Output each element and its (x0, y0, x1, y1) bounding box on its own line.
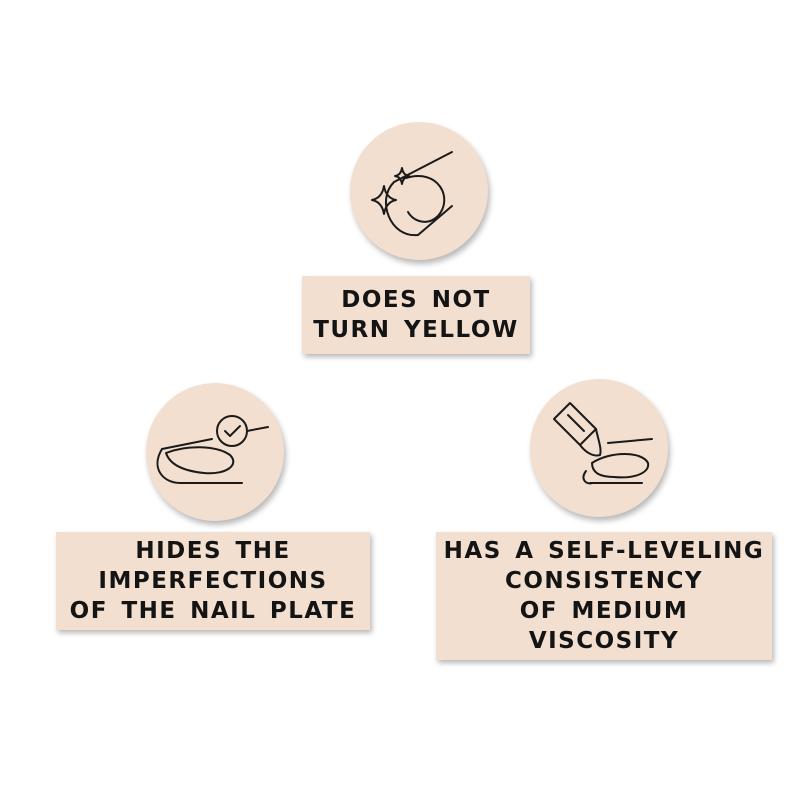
brush-nail-icon (553, 402, 653, 485)
feature-label-line: IMPERFECTIONS (98, 568, 328, 594)
feature-label-line: VISCOSITY (528, 628, 680, 654)
feature-label-line: OF MEDIUM (519, 598, 689, 624)
nail-check-badge (146, 383, 284, 521)
feature-label-line: TURN YELLOW (313, 317, 519, 343)
feature-label-line: DOES NOT (341, 287, 491, 313)
feature-label-no-yellowing: DOES NOT TURN YELLOW (302, 276, 530, 354)
feature-label-line: CONSISTENCY (504, 568, 704, 594)
nail-check-icon (156, 415, 269, 484)
sparkle-nail-badge (350, 122, 488, 260)
feature-label-self-leveling: HAS A SELF-LEVELING CONSISTENCY OF MEDIU… (436, 532, 772, 660)
brush-nail-badge (530, 379, 668, 517)
feature-label-line: HAS A SELF-LEVELING (443, 538, 765, 564)
feature-label-line: OF THE NAIL PLATE (69, 598, 357, 624)
sparkle-nail-icon (371, 151, 453, 237)
feature-label-hides-imperfections: HIDES THE IMPERFECTIONS OF THE NAIL PLAT… (56, 532, 370, 630)
feature-label-line: HIDES THE (135, 538, 291, 564)
